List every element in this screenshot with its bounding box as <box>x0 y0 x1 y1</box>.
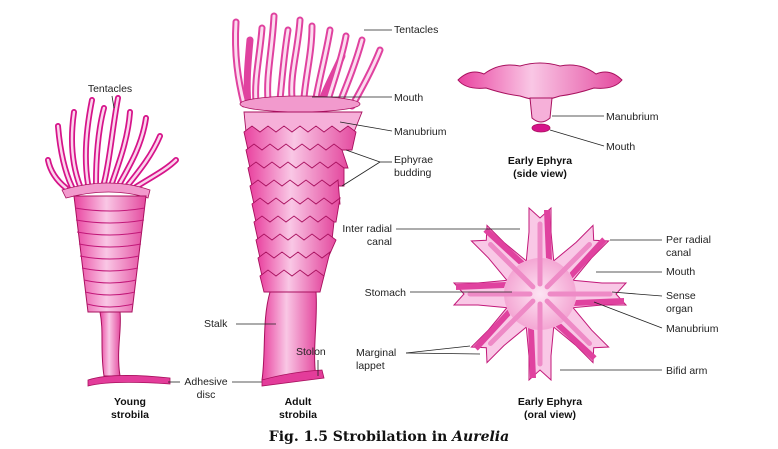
oral-caption-2: (oral view) <box>524 409 576 421</box>
young-body <box>73 195 147 313</box>
oral-manubrium-leader <box>593 301 663 329</box>
ephyra-canal-8 <box>488 242 536 290</box>
ephyra-canal-6 <box>488 298 536 346</box>
figure-caption-prefix: Fig. 1.5 Strobilation in <box>269 429 452 445</box>
oral-caption-1: Early Ephyra <box>518 396 582 408</box>
adult-tentacles-label: Tentacles <box>394 24 438 36</box>
adult-mouth-disc <box>239 95 361 113</box>
adult-stalk <box>261 291 317 381</box>
adult-manubrium-label: Manubrium <box>394 126 447 138</box>
marginal-leader-1 <box>405 345 471 354</box>
side-caption-2: (side view) <box>513 168 567 180</box>
adult-tentacles-inner <box>233 14 382 108</box>
side-mouth-label: Mouth <box>606 141 635 153</box>
ephyra-arm-edge-2 <box>569 237 607 279</box>
interradial-label-2: canal <box>367 236 392 248</box>
adult-caption-2: strobila <box>279 409 317 421</box>
ephyra-side-mouth <box>531 123 551 133</box>
ephyra-arm-edge-3 <box>574 298 624 306</box>
sense-organ-label-1: Sense <box>666 290 696 302</box>
ephyrae-leader-1 <box>345 149 381 163</box>
ephyra-arm-edge-5 <box>528 328 536 378</box>
stalk-label: Stalk <box>204 318 228 330</box>
oral-mouth-label: Mouth <box>666 266 695 278</box>
young-segments <box>74 207 146 308</box>
side-manubrium-label: Manubrium <box>606 111 659 123</box>
young-caption-1: Young <box>114 396 146 408</box>
marginal-label-1: Marginal <box>356 347 396 359</box>
marginal-label-2: lappet <box>356 360 385 372</box>
young-tentacles-inner <box>46 96 178 190</box>
ephyra-arm-edge-8 <box>483 227 525 265</box>
ephyra-arm-edge-7 <box>456 282 506 290</box>
ephyrae-leader-2 <box>341 161 381 187</box>
adhesive-disc-label-2: disc <box>197 389 216 401</box>
oral-manubrium-label: Manubrium <box>666 323 719 335</box>
ephyra-oral-view: Inter radial canal Stomach Marginal lapp… <box>342 206 719 421</box>
sense-organ-leader <box>611 291 663 297</box>
marginal-leader-2 <box>405 352 481 355</box>
figure-caption: Fig. 1.5 Strobilation in Aurelia <box>269 429 509 445</box>
perradial-label-1: Per radial <box>666 234 711 246</box>
young-caption-2: strobila <box>111 409 149 421</box>
ephyrae-label-2: budding <box>394 167 432 179</box>
bifid-arm-label: Bifid arm <box>666 365 708 377</box>
ephyra-arm-edge-4 <box>555 323 597 361</box>
interradial-label-1: Inter radial <box>342 223 392 235</box>
adhesive-disc-label-1: Adhesive <box>184 376 227 388</box>
adult-manubrium-leader <box>339 121 393 132</box>
young-tentacles-leader <box>111 95 115 109</box>
ephyra-arm-edge-1 <box>544 210 552 260</box>
adult-stolon <box>261 369 325 387</box>
ephyra-canals <box>467 221 613 367</box>
stolon-label: Stolon <box>296 346 326 358</box>
adult-strobila: Tentacles Mouth Manubrium Ephyrae buddin… <box>204 12 447 421</box>
adult-mouth-label: Mouth <box>394 92 423 104</box>
ephyra-arm-edge-6 <box>473 309 511 351</box>
ephyra-side-view: Manubrium Mouth Early Ephyra (side view) <box>457 62 659 180</box>
young-tentacles-label: Tentacles <box>88 83 132 95</box>
perradial-label-2: canal <box>666 247 691 259</box>
young-stalk <box>99 311 121 377</box>
side-mouth-leader <box>549 129 605 147</box>
side-caption-1: Early Ephyra <box>508 155 572 167</box>
ephyra-canal-2 <box>544 242 592 290</box>
ephyra-canal-4 <box>544 298 592 346</box>
young-strobila: Tentacles Young strobila Adhesive disc <box>45 83 262 421</box>
adult-caption-1: Adult <box>285 396 312 408</box>
adult-ephyrae-stack <box>243 111 363 293</box>
stomach-label: Stomach <box>365 287 407 299</box>
ephyra-side-umbrella <box>457 62 623 101</box>
ephyra-side-manubrium <box>529 97 553 123</box>
ephyrae-label-1: Ephyrae <box>394 154 433 166</box>
young-adhesive-disc <box>87 375 171 387</box>
young-oral-disc <box>61 182 151 199</box>
figure-caption-genus: Aurelia <box>450 429 509 445</box>
sense-organ-label-2: organ <box>666 303 693 315</box>
